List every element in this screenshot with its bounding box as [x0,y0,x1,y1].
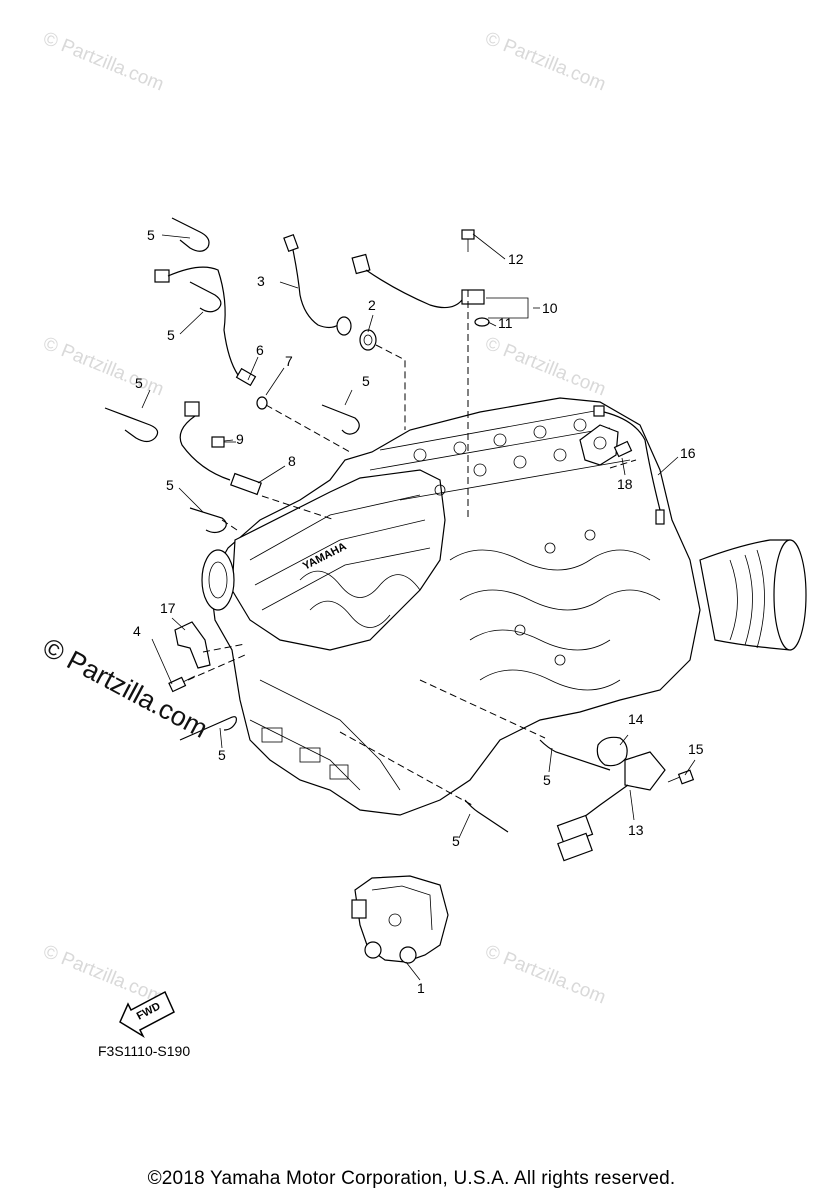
part-15-bolt [667,769,695,785]
callout-5: 5 [362,373,370,389]
callout-5: 5 [452,833,460,849]
part-17-bracket [174,621,211,669]
callout-5: 5 [218,747,226,763]
callout-10: 10 [542,300,558,316]
callout-6: 6 [256,342,264,358]
callout-16: 16 [680,445,696,461]
part-11-o-ring [474,317,490,327]
part-14-gasket [596,736,628,767]
callout-13: 13 [628,822,644,838]
part-16-sensor [593,405,665,525]
callout-7: 7 [285,353,293,369]
callout-leaders [141,233,696,981]
callout-5: 5 [167,327,175,343]
callout-4: 4 [133,623,141,639]
callout-18: 18 [617,476,633,492]
callout-15: 15 [688,741,704,757]
part-3-sensor [283,233,352,336]
part-7-washer [256,396,268,410]
callout-1: 1 [417,980,425,996]
install-lines [187,290,637,806]
part-9-bolt [211,436,236,448]
part-1-sensor [351,875,449,964]
callout-5: 5 [135,375,143,391]
callout-11: 11 [498,315,513,331]
callout-9: 9 [236,431,244,447]
callout-3: 3 [257,273,265,289]
part-6-sensor [154,266,257,387]
figure-code: F3S1110-S190 [98,1043,191,1059]
callout-17: 17 [160,600,176,616]
part-18-sensor [613,440,633,458]
callout-8: 8 [288,453,296,469]
callout-2: 2 [368,297,376,313]
part-8-sensor [179,401,262,496]
callout-5: 5 [166,477,174,493]
copyright-text: ©2018 Yamaha Motor Corporation, U.S.A. A… [147,1168,676,1189]
part-13-sensor [556,751,666,862]
engine-assembly [201,397,807,816]
part-4-bolt [168,675,196,693]
fwd-arrow-icon: FWD [119,990,175,1038]
callout-5: 5 [543,772,551,788]
part-2-plug [359,329,377,351]
part-5-clips [104,217,611,833]
part-12-bolt [461,229,475,252]
callout-14: 14 [628,711,644,727]
callout-5: 5 [147,227,155,243]
callout-12: 12 [508,251,524,267]
